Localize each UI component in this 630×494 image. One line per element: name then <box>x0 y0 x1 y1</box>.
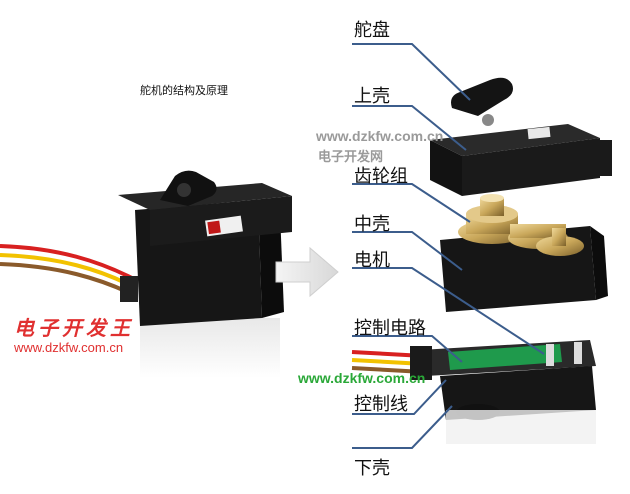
watermark-site-top: www.dzkfw.com.cn <box>316 128 444 144</box>
label-top-case: 上壳 <box>354 86 390 107</box>
label-gear-set: 齿轮组 <box>354 166 408 187</box>
diagram-title: 舵机的结构及原理 <box>140 84 228 97</box>
pcb-pin-1 <box>546 344 554 366</box>
exploded-top-case-top <box>430 124 600 156</box>
label-motor: 电机 <box>354 250 390 271</box>
floor-reflection <box>140 318 280 378</box>
exploded-top-case-front <box>462 138 600 196</box>
label-bottom-case: 下壳 <box>354 458 390 479</box>
label-horn: 舵盘 <box>354 20 390 41</box>
assembled-servo <box>0 170 292 378</box>
wire-grommet <box>120 276 138 302</box>
leader-horn <box>352 43 471 101</box>
exploded-top-case-left <box>430 140 462 196</box>
leader-top-case <box>352 105 467 151</box>
leader-bottom-case <box>352 405 453 449</box>
label-control-wire: 控制线 <box>354 394 408 415</box>
leader-control-wire <box>352 379 447 415</box>
exploded-horn <box>451 77 513 116</box>
sticker-logo <box>207 220 221 235</box>
leader-middle-case <box>352 231 463 271</box>
exploded-floor-reflection <box>446 410 596 444</box>
leader-control-circuit <box>352 335 463 363</box>
wire-red <box>0 244 133 280</box>
transition-arrow <box>275 246 339 298</box>
gear-small-shaft <box>552 228 566 246</box>
watermark-site-bottom: www.dzkfw.com.cn <box>298 370 426 386</box>
exploded-top-sticker <box>527 126 551 140</box>
exploded-middle-side <box>590 226 608 300</box>
leader-lines <box>352 43 545 449</box>
exploded-horn-screw <box>482 114 494 126</box>
exploded-wire-grommet <box>410 346 432 380</box>
exploded-servo <box>351 77 612 444</box>
label-middle-case: 中壳 <box>354 214 390 235</box>
pcb-pin-2 <box>574 342 582 364</box>
output-shaft <box>480 198 504 216</box>
label-control-circuit: 控制电路 <box>354 318 426 339</box>
watermark-brand-left: 电子开发王 <box>14 316 134 340</box>
exploded-pcb <box>448 344 562 370</box>
leader-gear-set <box>352 183 471 223</box>
exploded-top-tab <box>600 140 612 176</box>
leader-motor <box>352 267 545 355</box>
watermark-site-left: www.dzkfw.com.cn <box>14 340 124 355</box>
horn-screw <box>177 183 191 197</box>
output-shaft-top <box>480 194 504 202</box>
watermark-name-top: 电子开发网 <box>318 150 384 165</box>
